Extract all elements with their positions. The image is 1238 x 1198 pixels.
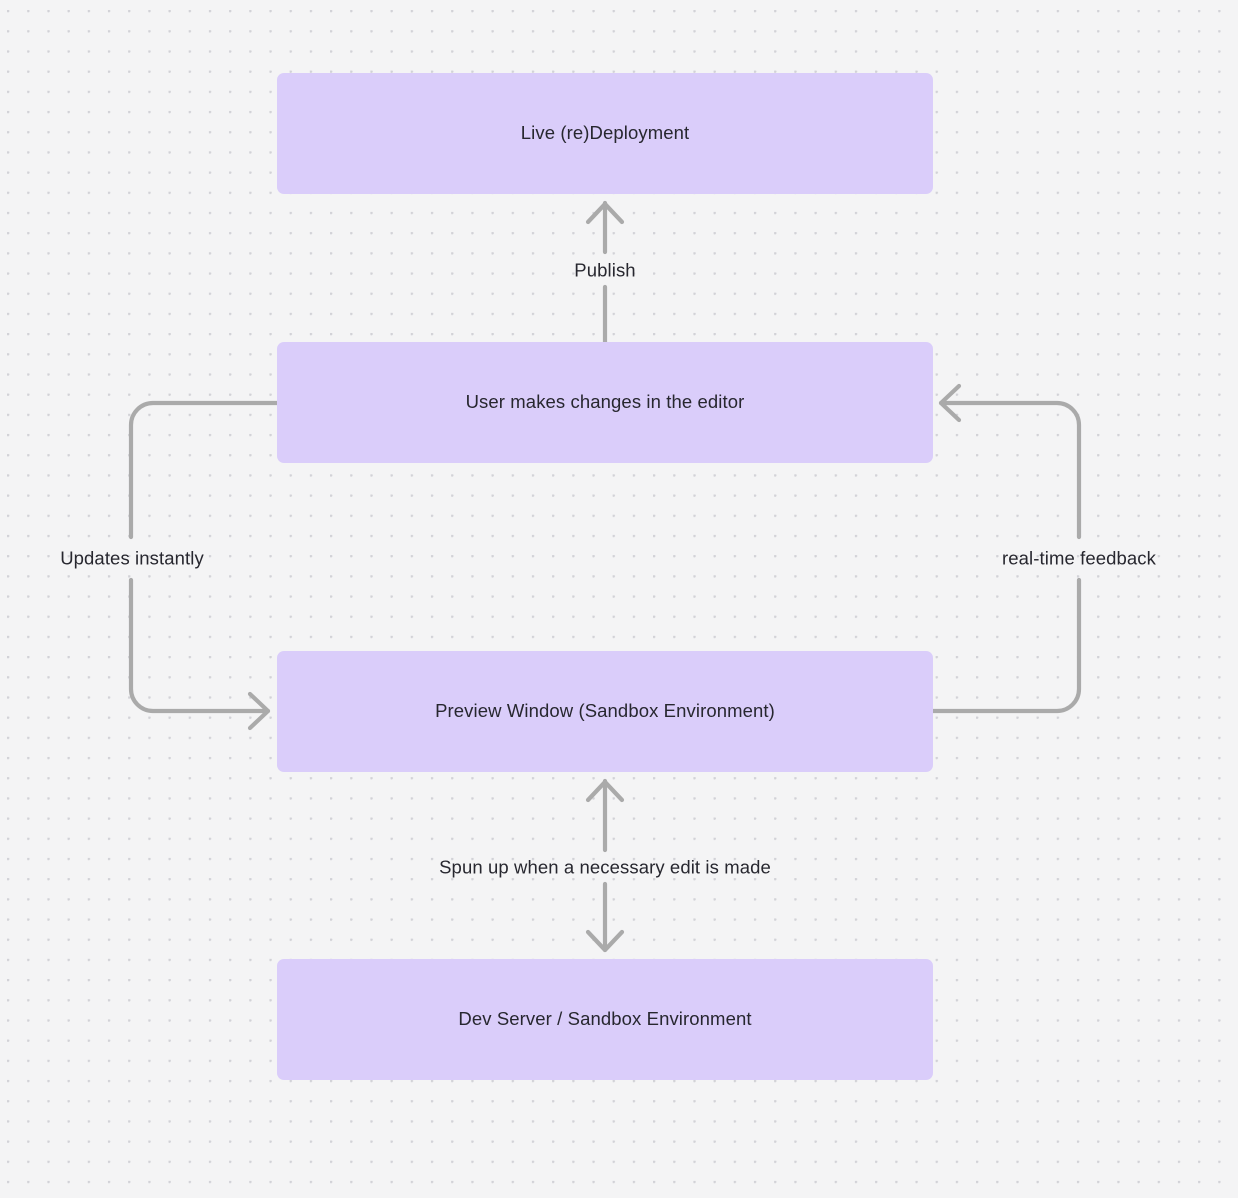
node-dev-server-label: Dev Server / Sandbox Environment [458, 1008, 752, 1030]
node-preview-window[interactable]: Preview Window (Sandbox Environment) [277, 651, 933, 772]
node-live-deployment[interactable]: Live (re)Deployment [277, 73, 933, 194]
edge-label-updates-instantly[interactable]: Updates instantly [60, 547, 204, 569]
node-dev-server[interactable]: Dev Server / Sandbox Environment [277, 959, 933, 1080]
edge-label-spun-up[interactable]: Spun up when a necessary edit is made [439, 856, 771, 878]
node-preview-window-label: Preview Window (Sandbox Environment) [435, 700, 775, 722]
edge-label-real-time-feedback[interactable]: real-time feedback [1002, 547, 1156, 569]
node-user-edits-label: User makes changes in the editor [465, 391, 745, 413]
node-user-edits[interactable]: User makes changes in the editor [277, 342, 933, 463]
edge-label-publish[interactable]: Publish [574, 259, 636, 281]
node-live-deployment-label: Live (re)Deployment [520, 122, 690, 144]
